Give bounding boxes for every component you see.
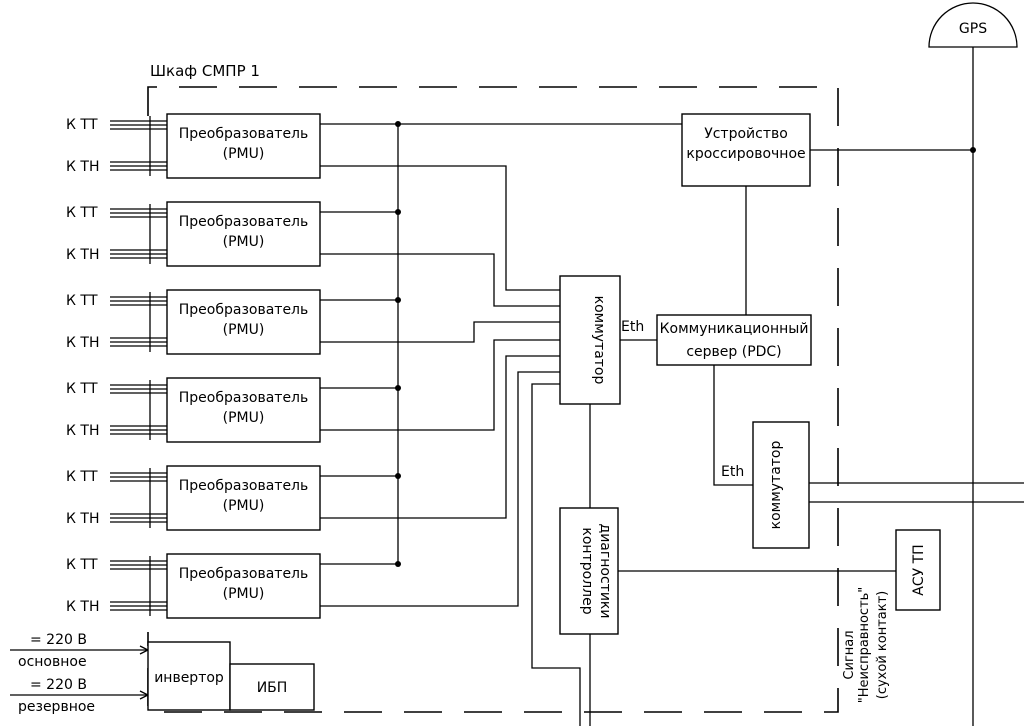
pmu-block: Преобразователь (PMU) К ТТ К ТН xyxy=(66,113,560,291)
power-main-label: основное xyxy=(18,654,87,670)
second-switch: коммутатор xyxy=(752,421,810,549)
input-tt-label: К ТТ xyxy=(66,293,98,309)
ups-box xyxy=(229,663,315,711)
eth-label-server: Eth xyxy=(621,319,644,335)
power-reserve-label: резервное xyxy=(18,699,95,715)
input-tt-label: К ТТ xyxy=(66,381,98,397)
second-switch-label: коммутатор xyxy=(768,441,784,530)
pmu-sublabel: (PMU) xyxy=(223,586,265,602)
main-switch: коммутатор xyxy=(559,275,621,405)
gps-label: GPS xyxy=(959,21,987,37)
pmu-label: Преобразователь xyxy=(179,302,309,318)
signal-line3: (сухой контакт) xyxy=(875,591,890,699)
cabinet-title: Шкаф СМПР 1 xyxy=(150,62,260,80)
input-tt-label: К ТТ xyxy=(66,469,98,485)
gps-antenna: GPS xyxy=(928,2,1018,48)
junction-dot xyxy=(395,121,401,127)
server-line2: сервер (PDC) xyxy=(686,344,781,360)
power-reserve-voltage: = 220 В xyxy=(30,677,87,693)
input-tn-label: К ТН xyxy=(66,423,99,439)
crossconnect-device: Устройство кроссировочное xyxy=(681,113,811,187)
power-main-voltage: = 220 В xyxy=(30,632,87,648)
pmu-block: Преобразователь (PMU) К ТТ К ТН xyxy=(66,371,560,619)
crossconnect-line2: кроссировочное xyxy=(686,146,805,162)
pmu-sublabel: (PMU) xyxy=(223,234,265,250)
inverter-label: инвертор xyxy=(154,670,224,686)
input-tn-label: К ТН xyxy=(66,599,99,615)
pmu-label: Преобразователь xyxy=(179,478,309,494)
input-tn-label: К ТН xyxy=(66,159,99,175)
pmu-sublabel: (PMU) xyxy=(223,146,265,162)
pmu-block: Преобразователь (PMU) К ТТ К ТН xyxy=(66,289,560,355)
pmu-block: Преобразователь (PMU) К ТТ К ТН xyxy=(66,201,560,307)
input-tt-label: К ТТ xyxy=(66,557,98,573)
ups-label: ИБП xyxy=(257,680,288,696)
input-tn-label: К ТН xyxy=(66,511,99,527)
pmu-sublabel: (PMU) xyxy=(223,322,265,338)
input-tn-label: К ТН xyxy=(66,335,99,351)
server-switch2-link xyxy=(713,365,753,486)
pmu-label: Преобразователь xyxy=(179,214,309,230)
input-tt-label: К ТТ xyxy=(66,117,98,133)
power-section: = 220 В основное = 220 В резервное инвер… xyxy=(10,632,315,715)
pmu-sublabel: (PMU) xyxy=(223,498,265,514)
switch-bottom-line xyxy=(531,383,581,726)
input-tn-label: К ТН xyxy=(66,247,99,263)
eth-label-switch2: Eth xyxy=(721,464,744,480)
server-line1: Коммуникационный xyxy=(660,321,809,337)
pmu-label: Преобразователь xyxy=(179,566,309,582)
pmu-group: Преобразователь(PMU)К ТТК ТНПреобразоват… xyxy=(66,113,560,619)
diagnostics-controller: контроллер диагностики xyxy=(559,507,619,635)
pmu-block: Преобразователь (PMU) К ТТ К ТН xyxy=(66,355,560,531)
gps-junction-dot xyxy=(970,147,976,153)
main-switch-label: коммутатор xyxy=(591,296,607,385)
pmu-block: Преобразователь (PMU) К ТТ К ТН xyxy=(66,339,560,443)
controller-line1: контроллер xyxy=(579,527,595,614)
input-tt-label: К ТТ xyxy=(66,205,98,221)
pmu-sublabel: (PMU) xyxy=(223,410,265,426)
inverter-box xyxy=(147,641,231,711)
crossconnect-line1: Устройство xyxy=(704,126,788,142)
pmu-label: Преобразователь xyxy=(179,390,309,406)
signal-line2: "Неисправность" xyxy=(857,587,872,704)
asu-tp: АСУ ТП xyxy=(895,529,941,611)
asu-label: АСУ ТП xyxy=(911,544,927,595)
controller-line2: диагностики xyxy=(597,524,613,619)
pmu-label: Преобразователь xyxy=(179,126,309,142)
signal-line1: Сигнал xyxy=(842,630,857,679)
pdc-server: Коммуникационный сервер (PDC) xyxy=(656,314,812,366)
